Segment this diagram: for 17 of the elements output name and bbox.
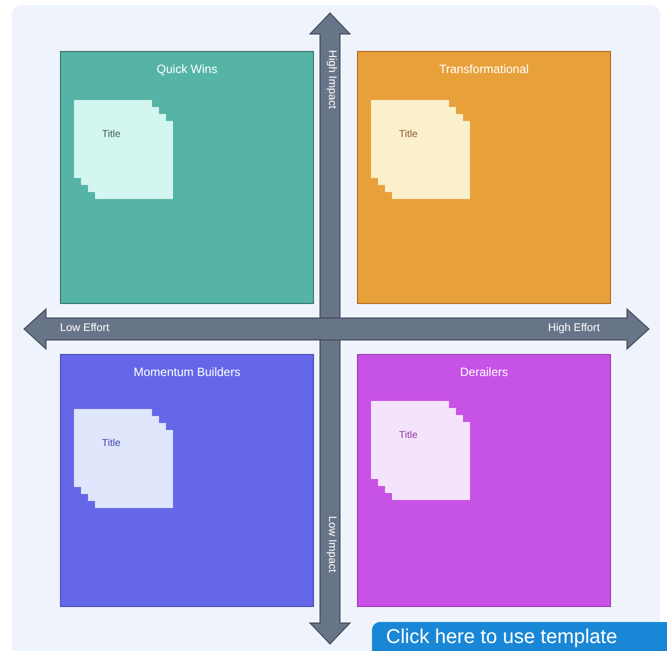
quadrant-title: Momentum Builders: [132, 365, 242, 379]
use-template-button: Click here to use template: [372, 622, 667, 651]
axis-label: High Effort: [548, 322, 600, 334]
axis-label: Low Impact: [326, 516, 338, 572]
quadrant-box: [357, 354, 611, 607]
quadrant-title: Quick Wins: [156, 62, 218, 76]
note-title: Title: [399, 430, 418, 441]
quadrant-box: [60, 354, 314, 607]
note-title: Title: [102, 438, 121, 449]
note-title: Title: [399, 129, 418, 140]
quadrant-title: Transformational: [438, 62, 530, 76]
quadrant-box: [60, 51, 314, 304]
note-title: Title: [102, 129, 121, 140]
quadrant-box: [357, 51, 611, 304]
quadrant-title: Derailers: [458, 365, 509, 379]
axis-label: High Impact: [326, 50, 338, 109]
axis-label: Low Effort: [60, 322, 110, 334]
